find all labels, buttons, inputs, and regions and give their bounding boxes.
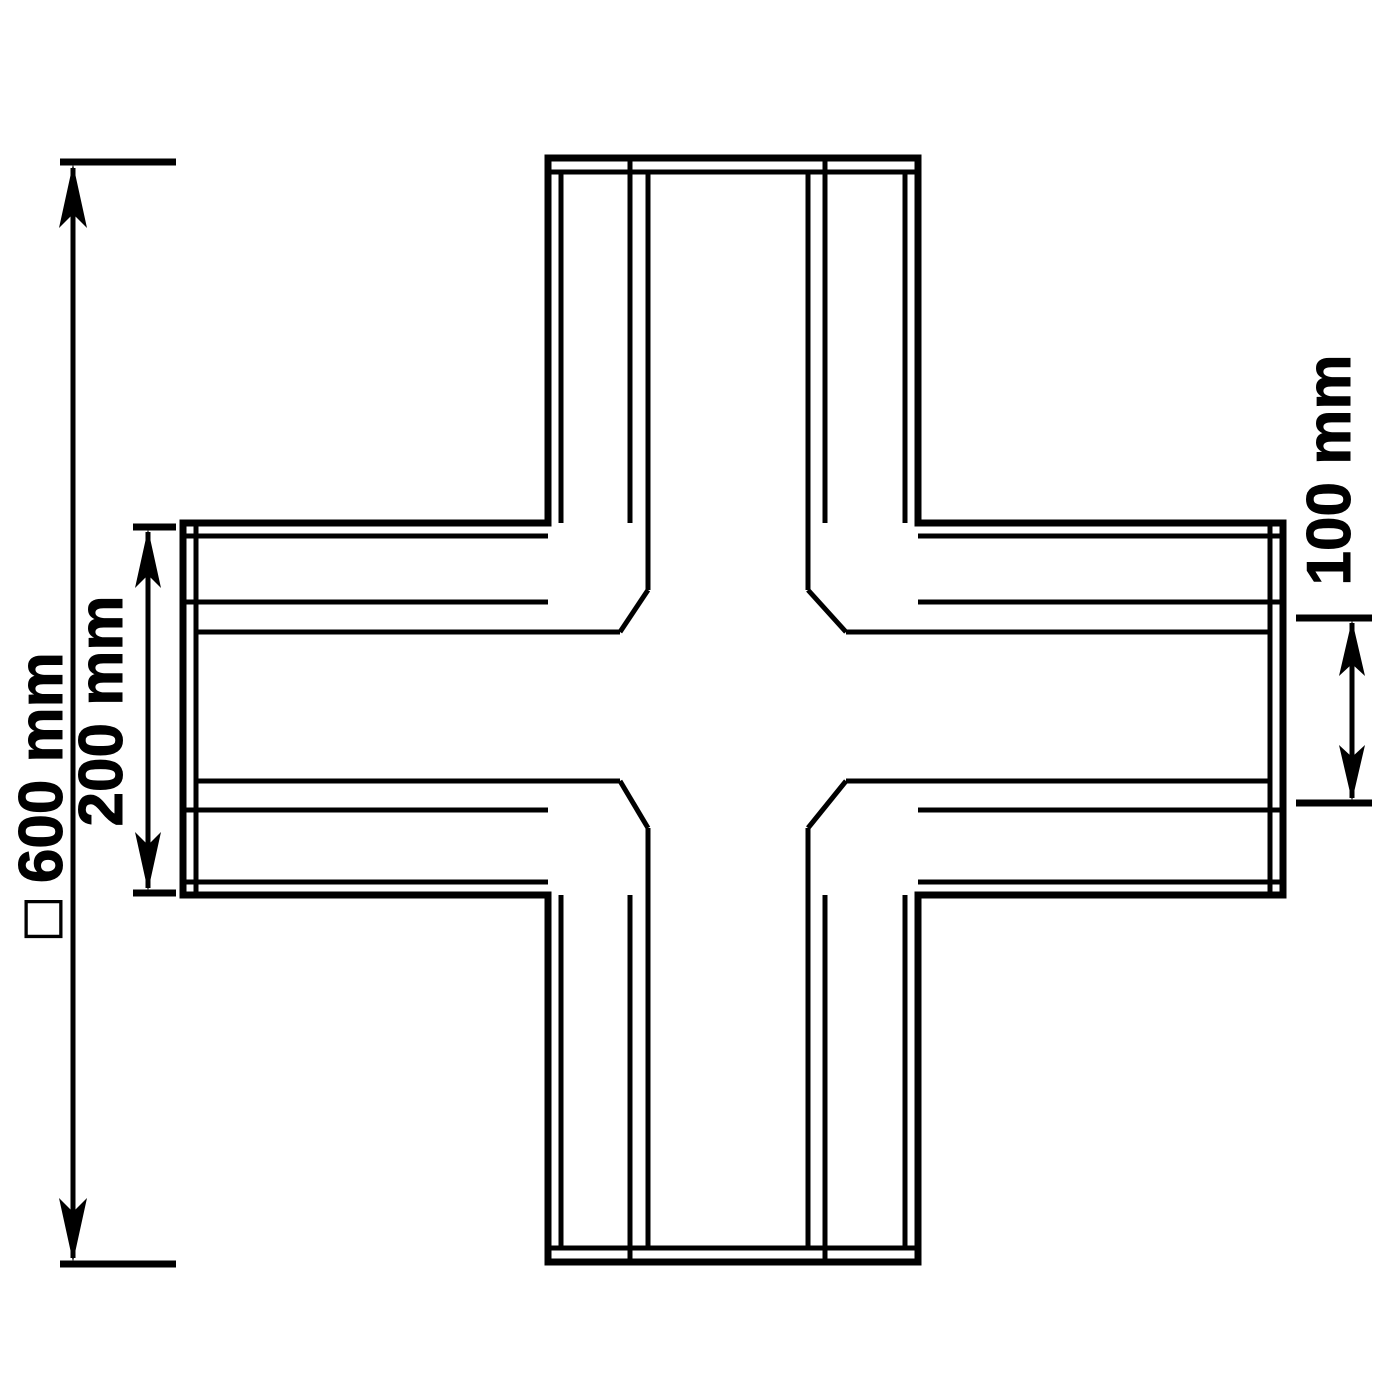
part-outline-group: [179, 154, 1287, 1266]
dimension-label-600: □ 600 mm: [7, 652, 76, 938]
arrowhead-100-bottom: [1339, 745, 1365, 801]
dimension-flange-height: 100 mm: [1295, 354, 1372, 807]
arrowhead-600-top: [59, 164, 87, 228]
arrowhead-600-bottom: [59, 1198, 87, 1262]
dimension-arm-width: 200 mm: [67, 523, 176, 897]
cross-outer-contour: [179, 154, 1287, 1266]
dimension-label-200: 200 mm: [67, 596, 136, 827]
arrowhead-200-bottom: [135, 832, 161, 891]
miter-line-bottom-right: [806, 779, 848, 830]
dimension-label-100: 100 mm: [1295, 355, 1364, 586]
miter-line-top-left: [617, 588, 651, 634]
dimension-overall-height: □ 600 mm: [7, 158, 176, 1268]
wall-thickness-lines-group: [183, 158, 1283, 1262]
miter-line-top-right: [806, 588, 848, 634]
miter-line-bottom-left: [617, 779, 651, 830]
arrowhead-100-top: [1339, 620, 1365, 676]
arrowhead-200-top: [135, 529, 161, 588]
